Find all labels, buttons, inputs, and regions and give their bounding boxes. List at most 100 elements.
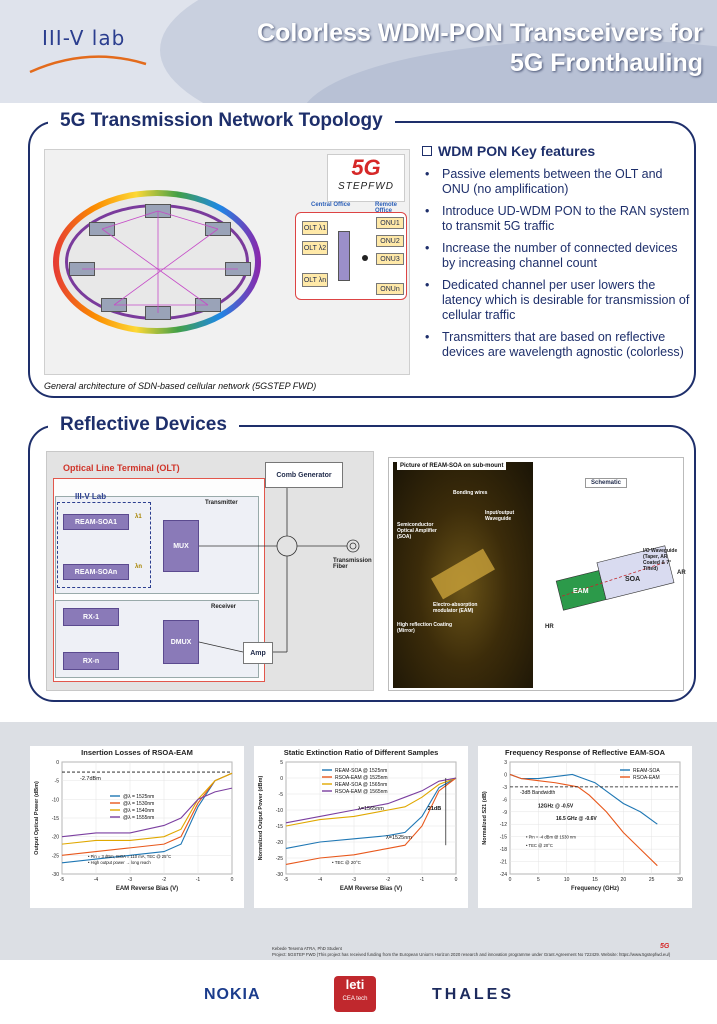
wdm-pon-schematic: OLT λ1 OLT λ2 OLT λn ONU1 ONU2 ONU3 ONUn [295,212,407,300]
legend-label: RSOA-EAM [633,775,660,781]
annotation: -3dB Bandwidth [520,790,556,796]
chip-image [431,548,495,600]
onu-box: ONU3 [376,253,404,265]
reflective-devices-panel: Reflective Devices Optical Line Terminal… [28,414,696,702]
amplifier-box: Amp [243,642,273,664]
y-tick-label: -3 [503,785,508,791]
feature-item: Transmitters that are based on reflectiv… [422,330,692,360]
y-tick-label: -12 [500,822,507,828]
series-line [61,772,233,845]
series-line [61,787,233,838]
network-links [82,210,238,313]
photo-label: Electro-absorption modulator (EAM) [433,602,478,614]
note: • TEC @ 20°C [332,860,362,865]
plot-title: Static Extinction Ratio of Different Sam… [283,748,439,757]
footer-credits: Kebede Tesema ATRA, PhD Student Project:… [272,946,670,958]
x-tick-label: -3 [352,877,357,883]
note: • Pin = 3 dBm, ISOA = 110 mA, TEC @ 25°C [88,854,171,859]
olt-box: OLT λn [302,273,328,287]
y-tick-label: -10 [276,808,283,814]
fiber-label: Transmission Fiber [333,558,372,570]
iii-v-lab-label: III-V Lab [75,492,107,501]
features-title: WDM PON Key features [422,143,692,159]
x-tick-label: 0 [509,877,512,883]
olt-label: Optical Line Terminal (OLT) [63,463,180,473]
receiver-label: Receiver [211,604,237,610]
x-tick-label: 25 [649,877,655,883]
photo-label: High reflection Coating (Mirror) [397,622,452,634]
schematic-label: SOA [625,576,641,583]
schematic-label: AR [677,570,686,576]
olt-box: OLT λ1 [302,221,328,235]
central-office-label: Central Office [311,202,351,208]
legend-label: @λ = 1540nm [123,808,154,814]
mux-block: MUX [163,520,199,572]
note: • TEC @ 20°C [526,843,553,848]
annotation: 21dB [428,806,441,812]
feature-item: Passive elements between the OLT and ONU… [422,167,692,197]
topology-heading: 5G Transmission Network Topology [48,110,395,132]
dmux-block: DMUX [163,620,199,664]
feature-item: Dedicated channel per user lowers the la… [422,278,692,323]
y-tick-label: -9 [503,810,508,816]
photo-label: Bonding wires [453,490,488,496]
footer-project: Project: 5GSTEP FWD (This project has re… [272,952,671,957]
series-line [509,773,658,825]
x-tick-label: 15 [592,877,598,883]
legend-label: @λ = 1555nm [123,815,154,821]
x-tick-label: -4 [318,877,323,883]
comb-generator-box: Comb Generator [265,462,343,488]
onu-box: ONUn [376,283,404,295]
y-tick-label: -21 [500,860,507,866]
y-tick-label: -18 [500,847,507,853]
mini-5g-logo: 5G [660,943,670,950]
iii-v-lab-box [57,502,151,588]
y-axis-label: Normalized S21 (dB) [482,791,488,845]
x-tick-label: -2 [162,877,167,883]
x-tick-label: -1 [420,877,425,883]
lambda-1-label: λ1 [135,514,142,520]
y-tick-label: -20 [276,840,283,846]
rx-1-box: RX-1 [63,608,119,626]
features-list: WDM PON Key features Passive elements be… [422,143,692,367]
logo-5g-text: 5G [351,155,381,180]
x-tick-label: -2 [386,877,391,883]
topology-caption: General architecture of SDN-based cellul… [44,381,317,391]
annotation: λ=1565nm [358,806,384,812]
y-tick-label: -15 [500,835,507,841]
nokia-logo: NOKIA [204,986,261,1003]
series-line [285,777,457,824]
x-tick-label: -5 [60,877,65,883]
x-tick-label: 0 [455,877,458,883]
y-tick-label: -6 [503,797,508,803]
y-tick-label: -10 [52,797,59,803]
leti-logo: leti CEA tech [334,976,376,1012]
x-axis-label: Frequency (GHz) [571,886,619,892]
annotation: 12GHz @ -0.5V [538,804,574,810]
photo-title: Picture of REAM-SOA on sub-mount [397,462,507,470]
schematic-label: EAM [573,588,589,595]
series-line [285,777,457,849]
leti-sub-text: CEA tech [342,996,368,1002]
leti-text: leti [345,977,365,992]
features-title-text: WDM PON Key features [438,143,596,159]
lambda-n-label: λn [135,564,143,570]
x-tick-label: 5 [537,877,540,883]
x-tick-label: 0 [231,877,234,883]
note: • High output power → long reach [88,860,151,865]
plot-title: Frequency Response of Reflective EAM-SOA [504,748,666,757]
x-tick-label: -4 [94,877,99,883]
y-tick-label: -24 [500,872,507,878]
x-axis-label: EAM Reverse Bias (V) [116,886,178,892]
extinction-ratio-plot: Static Extinction Ratio of Different Sam… [254,746,468,908]
onu-box: ONU2 [376,235,404,247]
splitter-dot [362,255,368,261]
x-tick-label: -5 [284,877,289,883]
remote-office-label: Remote Office [375,202,398,214]
y-axis-label: Normalized Output Power (dBm) [258,776,264,861]
olt-connections [198,488,360,653]
olt-box: OLT λ2 [302,241,328,255]
feature-item: Increase the number of connected devices… [422,241,692,271]
